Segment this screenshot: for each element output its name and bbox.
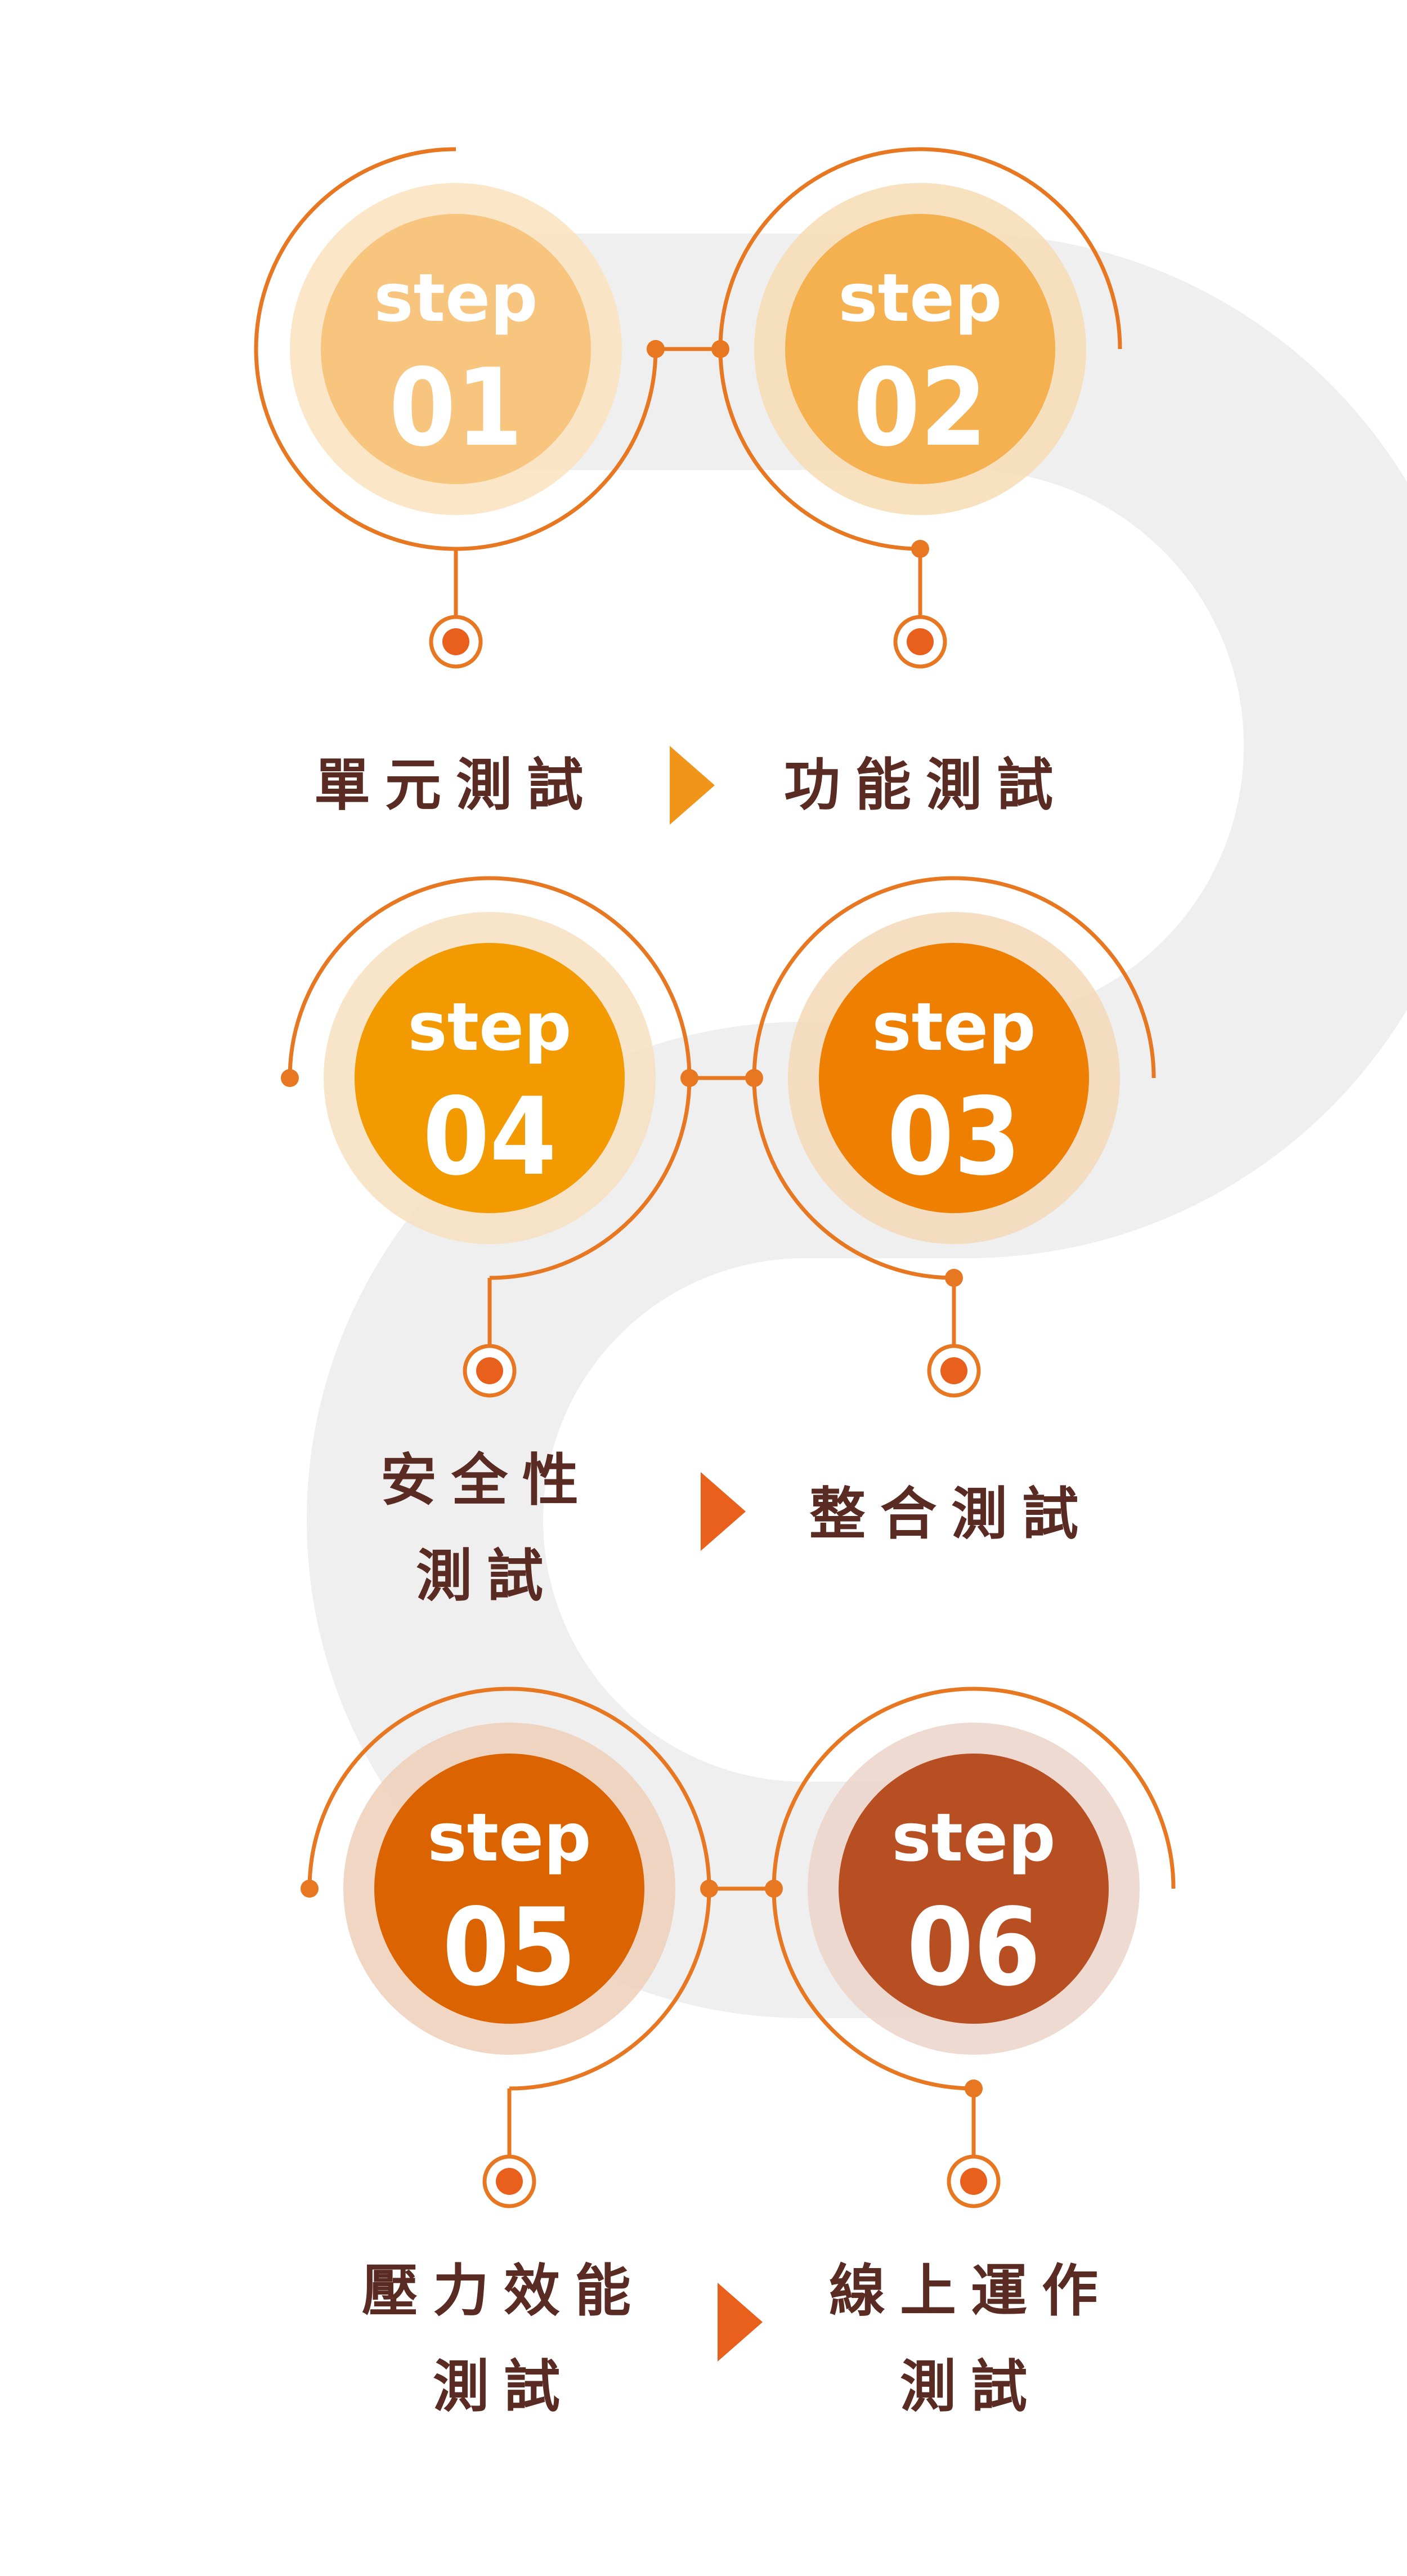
step-node-03: step 03 bbox=[752, 876, 1156, 1398]
step-label-03: 整合測試 bbox=[809, 1481, 1093, 1547]
step-number: 04 bbox=[423, 1075, 557, 1199]
connector-dot bbox=[745, 1069, 763, 1087]
step-disc bbox=[785, 214, 1055, 484]
steps-layer: step 01 step 02 step 04 step 03 step 05 step 06 bbox=[254, 147, 1176, 2208]
step-node-05: step 05 bbox=[301, 1687, 711, 2208]
target-dot-core bbox=[960, 2168, 987, 2195]
arrow-group bbox=[670, 746, 763, 2362]
step-label-05: 壓力效能 測試 bbox=[362, 2258, 646, 2420]
step-ring bbox=[307, 1687, 711, 2091]
step-ring bbox=[752, 876, 1156, 1280]
step-number: 06 bbox=[907, 1885, 1041, 2010]
connector-dot bbox=[647, 340, 665, 358]
step-word: step bbox=[891, 1799, 1055, 1876]
target-dot-core bbox=[476, 1357, 503, 1384]
step-word: step bbox=[427, 1799, 591, 1876]
play-triangle-icon bbox=[670, 746, 715, 825]
step-ring bbox=[772, 1687, 1176, 2091]
step-label-01: 單元測試 bbox=[314, 752, 598, 818]
step-disc bbox=[321, 214, 591, 484]
step-node-02: step 02 bbox=[718, 147, 1122, 669]
step-disc bbox=[374, 1754, 644, 2024]
step-word: step bbox=[872, 988, 1036, 1066]
step-word: step bbox=[407, 988, 571, 1066]
step-word: step bbox=[838, 259, 1002, 337]
step-number: 05 bbox=[442, 1885, 576, 2010]
step-number: 03 bbox=[887, 1075, 1021, 1199]
play-triangle-icon bbox=[701, 1472, 746, 1551]
connector-dot bbox=[765, 1880, 783, 1898]
step-label-02: 功能測試 bbox=[784, 752, 1068, 818]
step-ring bbox=[718, 147, 1122, 551]
step-disc bbox=[355, 943, 625, 1213]
target-dot-core bbox=[940, 1357, 967, 1384]
connector-dot bbox=[700, 1880, 718, 1898]
step-number: 02 bbox=[853, 346, 987, 470]
step-number: 01 bbox=[389, 346, 523, 470]
step-node-06: step 06 bbox=[772, 1687, 1176, 2208]
connector-dot bbox=[711, 340, 729, 358]
target-dot-core bbox=[442, 628, 469, 655]
step-node-04: step 04 bbox=[281, 876, 692, 1398]
step-word: step bbox=[374, 259, 537, 337]
target-dot-core bbox=[907, 628, 934, 655]
step-ring bbox=[288, 876, 692, 1280]
step-node-01: step 01 bbox=[254, 147, 665, 669]
step-disc bbox=[839, 1754, 1109, 2024]
ring-end-dot bbox=[301, 1880, 319, 1898]
play-triangle-icon bbox=[718, 2283, 763, 2362]
connector-dot bbox=[680, 1069, 698, 1087]
ring-end-dot bbox=[281, 1069, 299, 1087]
step-disc bbox=[819, 943, 1089, 1213]
target-dot-core bbox=[496, 2168, 523, 2195]
step-label-06: 線上運作 測試 bbox=[829, 2258, 1113, 2420]
step-ring bbox=[254, 147, 658, 551]
step-label-04: 安全性 測試 bbox=[380, 1447, 593, 1609]
